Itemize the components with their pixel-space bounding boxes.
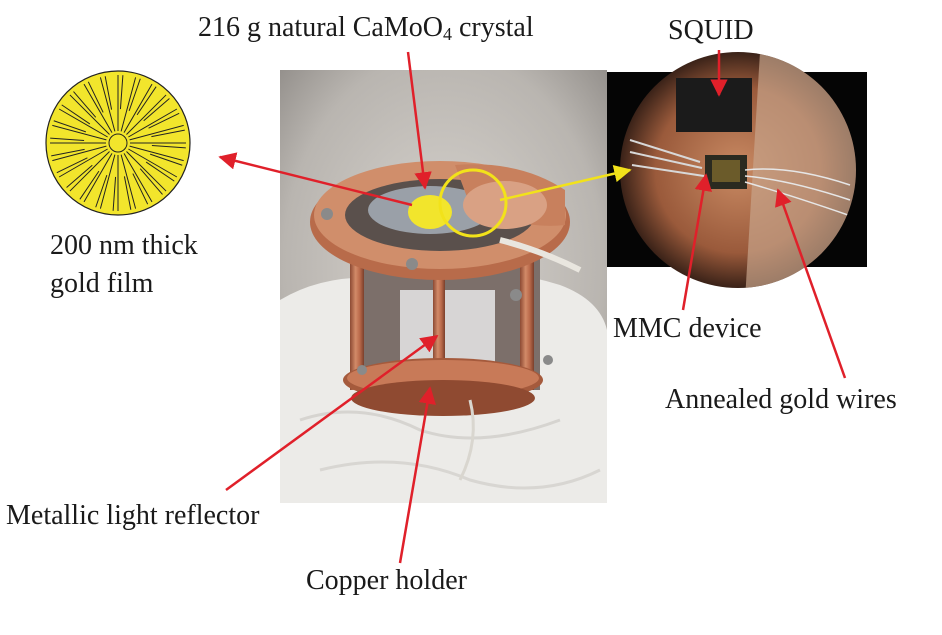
meander-line	[123, 83, 157, 133]
crystal-label: 216 g natural CaMoO4 crystal	[198, 12, 534, 44]
mmc-device-arrow	[681, 173, 712, 311]
gold-film-label-line2: gold film	[50, 268, 154, 299]
meander-line	[112, 155, 119, 211]
copper-holder-arrow	[398, 386, 436, 564]
meander-line	[129, 124, 185, 141]
detector-photo	[280, 70, 607, 503]
meander-line	[130, 142, 186, 149]
meander-line	[58, 104, 108, 138]
squid-label: SQUID	[668, 15, 754, 46]
meander-line	[129, 145, 184, 166]
gold-film-arrow	[218, 152, 413, 207]
gold-film-label-line1: 200 nm thick	[50, 230, 198, 261]
crystal-arrow	[406, 51, 432, 190]
meander-line	[83, 81, 113, 133]
microscope-photo	[607, 52, 867, 288]
meander-line	[66, 151, 110, 192]
meander-line	[126, 94, 170, 135]
meander-line	[123, 153, 153, 205]
annealed-wires-arrow	[775, 188, 847, 379]
sunburst-meander-icon	[45, 70, 191, 216]
mmc-device-label: MMC device	[613, 313, 762, 344]
meander-line	[51, 145, 107, 162]
meander-line	[50, 137, 106, 144]
zoom-arrow	[499, 165, 632, 202]
meander-line	[128, 148, 178, 182]
meander-line	[99, 76, 116, 132]
meander-line	[95, 154, 116, 209]
meander-line	[117, 75, 124, 131]
reflector-label: Metallic light reflector	[6, 500, 260, 531]
meander-line	[128, 108, 180, 138]
meander-line	[79, 153, 113, 203]
reflector-arrow	[225, 334, 439, 492]
annealed-wires-label: Annealed gold wires	[665, 384, 897, 415]
copper-holder-label: Copper holder	[306, 565, 467, 596]
meander-line	[52, 120, 107, 141]
meander-line	[69, 91, 110, 135]
meander-line	[126, 151, 167, 195]
meander-line	[56, 148, 108, 178]
meander-line	[120, 77, 141, 132]
meander-line	[120, 154, 137, 210]
